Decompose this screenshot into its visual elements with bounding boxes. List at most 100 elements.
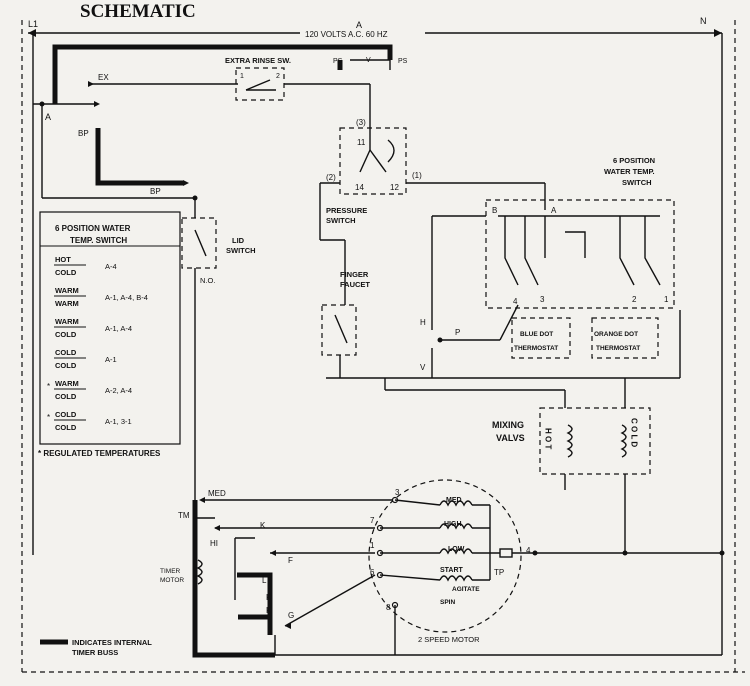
pressure-switch-blade bbox=[359, 149, 371, 173]
bp-top-label: BP bbox=[78, 129, 89, 138]
motor-terminal-1: 1 bbox=[370, 541, 375, 550]
legend-row-contacts: A-1 bbox=[105, 355, 117, 364]
supply-line bbox=[28, 29, 722, 37]
start-winding-label: START bbox=[440, 567, 464, 574]
water-switch-label-3: SWITCH bbox=[622, 178, 652, 187]
bp-bottom-label: BP bbox=[150, 187, 161, 196]
cold-valve-coil bbox=[620, 424, 627, 458]
mixing-valves-label-1: MIXING bbox=[492, 420, 524, 430]
water-switch-label-1: 6 POSITION bbox=[613, 156, 655, 165]
water-temp-switch-box bbox=[485, 199, 675, 309]
high-winding-label: HIGH bbox=[444, 521, 462, 528]
buss-legend-label-2: TIMER BUSS bbox=[72, 648, 118, 657]
legend-row-top: HOT bbox=[55, 255, 71, 264]
pressure-switch-box bbox=[339, 127, 407, 195]
orange-dot-label-2: THERMOSTAT bbox=[596, 345, 640, 352]
legend-row-contacts: A-2, A-4 bbox=[105, 386, 132, 395]
v-label: V bbox=[420, 363, 426, 372]
pressure-terminal-3: (3) bbox=[356, 118, 366, 127]
ps-left-label: PS bbox=[333, 58, 343, 65]
water-temp-legend bbox=[39, 211, 181, 445]
water-switch-contacts bbox=[504, 216, 661, 286]
orange-dot-label-1: ORANGE DOT bbox=[594, 331, 638, 338]
legend-row-top: WARM bbox=[55, 379, 79, 388]
motor-terminal-8: 8 bbox=[386, 603, 391, 612]
legend-row-mark: * bbox=[47, 382, 50, 391]
extra-rinse-terminal-2: 2 bbox=[276, 73, 280, 80]
pressure-terminal-12: 12 bbox=[390, 183, 399, 192]
low-winding-label: LOW bbox=[448, 546, 465, 553]
finger-faucet-label-2: FAUCET bbox=[340, 280, 370, 289]
legend-row-mark: * bbox=[47, 413, 50, 422]
legend-row-bottom: COLD bbox=[55, 361, 77, 370]
blue-dot-label-1: BLUE DOT bbox=[520, 331, 553, 338]
water-terminal-4: 4 bbox=[513, 297, 518, 306]
motor-terminal-6: 6 bbox=[370, 568, 375, 577]
timer-motor-coil bbox=[196, 559, 203, 585]
motor-terminal-7: 7 bbox=[370, 516, 375, 525]
water-terminal-b: B bbox=[492, 206, 497, 215]
tp-label: TP bbox=[494, 568, 504, 577]
f-label: F bbox=[288, 556, 293, 565]
a-left-label: A bbox=[45, 112, 51, 122]
pressure-diaphragm bbox=[387, 139, 395, 163]
buss-legend-label-1: INDICATES INTERNAL bbox=[72, 638, 152, 647]
ex-label: EX bbox=[98, 73, 109, 82]
lid-switch-blade bbox=[194, 229, 207, 257]
lid-switch-box bbox=[181, 217, 217, 269]
pressure-terminal-1: (1) bbox=[412, 171, 422, 180]
water-terminal-a: A bbox=[551, 206, 557, 215]
motor-terminal-3: 3 bbox=[395, 488, 400, 497]
g-label: G bbox=[288, 611, 294, 620]
k-label-2: K bbox=[266, 593, 272, 602]
pressure-terminal-11: 11 bbox=[357, 138, 366, 147]
finger-faucet-label-1: FINGER bbox=[340, 270, 369, 279]
blue-dot-label-2: THERMOSTAT bbox=[514, 345, 558, 352]
motor-windings bbox=[379, 499, 500, 582]
thermal-protector bbox=[499, 548, 513, 558]
water-switch-label-2: WATER TEMP. bbox=[604, 167, 655, 176]
legend-row-bottom: COLD bbox=[55, 268, 77, 277]
n-label: N bbox=[700, 16, 707, 26]
p-label: P bbox=[455, 328, 460, 337]
legend-row-bottom: COLD bbox=[55, 392, 77, 401]
two-speed-motor-outline bbox=[368, 479, 522, 633]
hot-valve-coil bbox=[566, 424, 573, 458]
med-label: MED bbox=[208, 489, 226, 498]
orange-dot-thermostat-box bbox=[591, 317, 659, 359]
schematic-title: SCHEMATIC bbox=[80, 1, 196, 22]
pressure-terminal-2: (2) bbox=[326, 173, 336, 182]
lid-switch-label-1: LID bbox=[232, 236, 245, 245]
legend-title-2: TEMP. SWITCH bbox=[70, 236, 127, 245]
k-label-1: K bbox=[260, 521, 266, 530]
l1-label: L1 bbox=[28, 19, 38, 29]
spin-label: SPIN bbox=[440, 599, 455, 606]
legend-row-bottom: WARM bbox=[55, 299, 79, 308]
legend-row-top: WARM bbox=[55, 286, 79, 295]
cold-label: C O L D bbox=[630, 418, 639, 447]
motor-terminal-4: 4 bbox=[526, 546, 531, 555]
water-terminal-3: 3 bbox=[540, 295, 545, 304]
pressure-switch-label-2: SWITCH bbox=[326, 216, 356, 225]
l-label: L bbox=[262, 576, 267, 585]
legend-row-top: COLD bbox=[55, 410, 77, 419]
extra-rinse-switch-blade bbox=[245, 79, 271, 91]
legend-row-bottom: COLD bbox=[55, 423, 77, 432]
hi-label: HI bbox=[210, 539, 218, 548]
finger-faucet-blade bbox=[334, 314, 348, 344]
agitate-label: AGITATE bbox=[452, 586, 480, 593]
ps-right-label: PS bbox=[398, 58, 408, 65]
lid-switch-no-label: N.O. bbox=[200, 276, 215, 285]
legend-row-contacts: A-1, A-4 bbox=[105, 324, 132, 333]
internal-timer-buss bbox=[52, 44, 393, 658]
page-border bbox=[21, 20, 745, 673]
legend-row-top: WARM bbox=[55, 317, 79, 326]
legend-footnote: * REGULATED TEMPERATURES bbox=[38, 449, 161, 458]
timer-motor-label-2: MOTOR bbox=[160, 577, 184, 584]
legend-title-1: 6 POSITION WATER bbox=[55, 224, 131, 233]
a-top-label: A bbox=[356, 20, 362, 30]
finger-faucet-box bbox=[321, 304, 357, 356]
